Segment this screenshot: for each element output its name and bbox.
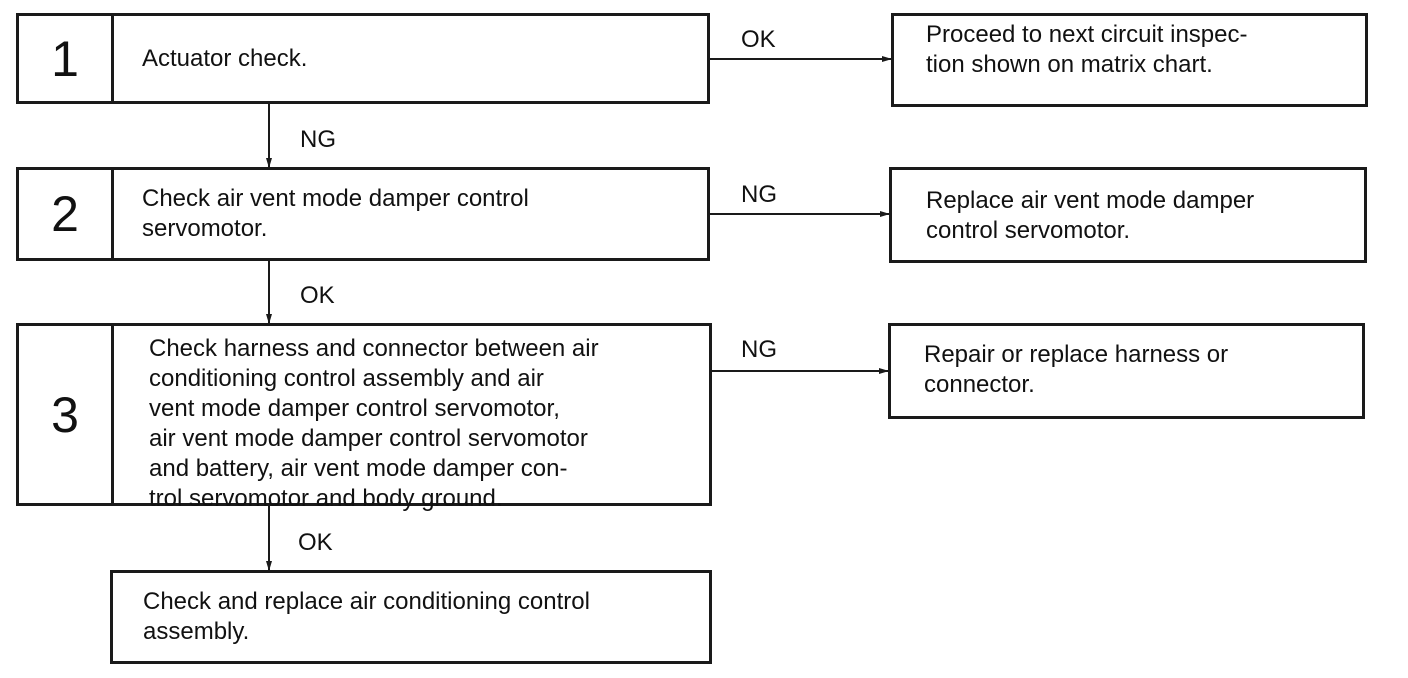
step-2-text: Check air vent mode damper control servo… [142, 185, 529, 242]
result-2-box: Replace air vent mode damper control ser… [889, 167, 1367, 263]
label-ok-step2-down: OK [300, 282, 335, 309]
final-text: Check and replace air conditioning contr… [143, 588, 590, 645]
step-3-number: 3 [19, 326, 114, 503]
label-ng-step2-right: NG [741, 181, 777, 208]
result-1-box: Proceed to next circuit inspec- tion sho… [891, 13, 1368, 107]
step-3-box: 3 Check harness and connector between ai… [16, 323, 712, 512]
step-3-text: Check harness and connector between air … [149, 335, 599, 512]
step-1-number: 1 [19, 16, 114, 101]
result-2-text: Replace air vent mode damper control ser… [926, 187, 1255, 244]
step-2-box: 2 Check air vent mode damper control ser… [16, 167, 710, 261]
result-3-text: Repair or replace harness or connector. [924, 341, 1229, 398]
label-ng-step1-down: NG [300, 126, 336, 153]
step-1-text: Actuator check. [142, 45, 308, 72]
step-2-number: 2 [19, 170, 114, 258]
result-3-box: Repair or replace harness or connector. [888, 323, 1365, 419]
label-ng-step3-right: NG [741, 336, 777, 363]
result-1-text: Proceed to next circuit inspec- tion sho… [926, 21, 1248, 78]
label-ok-step1-right: OK [741, 26, 776, 53]
label-ok-step3-down: OK [298, 529, 333, 556]
final-box: Check and replace air conditioning contr… [110, 570, 712, 664]
step-1-box: 1 Actuator check. [16, 13, 710, 104]
